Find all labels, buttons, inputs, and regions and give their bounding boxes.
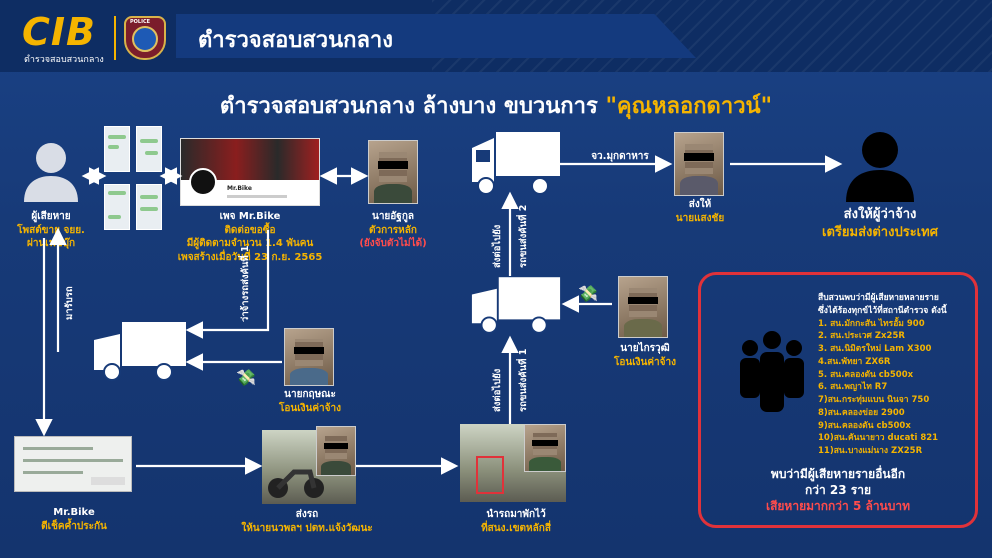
- krairawut-line2: โอนเงินค่าจ้าง: [613, 356, 676, 368]
- cib-logo-subtitle: ตำรวจสอบสวนกลาง: [24, 55, 104, 65]
- vlabel-truck1b: รถขนส่งคันที่ 1: [518, 348, 529, 412]
- parking-line2: ที่สนง.เขตหลักสี่: [481, 522, 551, 534]
- title-prefix: ตำรวจสอบสวนกลาง ล้างบาง ขบวนการ: [219, 94, 606, 119]
- page-avatar: [189, 168, 217, 197]
- victims-intro2: ซึ่งได้ร้องทุกข์ไว้ที่สถานีตำรวจ ดังนี้: [818, 305, 947, 316]
- krit-line1: นายกฤษณะ: [284, 389, 336, 400]
- truck-icon-large: [472, 132, 560, 195]
- vlabel-send1: ส่งต่อไปยัง: [492, 368, 503, 412]
- victims-item: 4.สน.พัทยา ZX6R: [818, 356, 891, 367]
- victims-item: 5. สน.คลองตัน cb500x: [818, 369, 914, 380]
- victims-summary: พบว่ามีผู้เสียหายรายอื่นอีก กว่า 23 ราย …: [710, 466, 966, 515]
- delivery-line1: ส่งรถ: [295, 509, 319, 520]
- truck-driver-photo: [674, 132, 724, 196]
- victim-line2: โพสต์ขาย จยย.: [17, 224, 85, 236]
- page-line2: ติดต่อขอซื้อ: [224, 224, 276, 236]
- page-line1: เพจ Mr.Bike: [219, 211, 281, 222]
- title-highlight: "คุณหลอกดาวน์": [605, 94, 773, 119]
- delivery-line2: ให้นายนวพลฯ ปตท.แจ้งวัฒนะ: [241, 522, 373, 534]
- vlabel-truck1: ว่าจ้างรถส่งคันที่ 1: [240, 245, 251, 322]
- main-suspect-line1: นายอัฐกูล: [371, 211, 415, 222]
- police-badge-icon: POLICE: [124, 16, 166, 60]
- fb-page-name: Mr.Bike: [227, 185, 252, 192]
- delivery-label: ส่งรถ ให้นายนวพลฯ ปตท.แจ้งวัฒนะ: [212, 508, 402, 535]
- motorcycle-icon: [268, 469, 324, 498]
- vlabel-send2: ส่งต่อไปยัง: [492, 224, 503, 268]
- chat-screenshot-4: [136, 184, 162, 230]
- header-title-bar: [176, 14, 696, 58]
- truck-driver-label: ส่งให้ นายแสงชัย: [660, 198, 740, 225]
- victims-summary-box: [698, 272, 978, 528]
- truck-icon-middle: [471, 277, 561, 334]
- header-divider: [114, 16, 116, 60]
- victims-item: 1. สน.มักกะสัน ไทรอั้ม 900: [818, 318, 925, 329]
- victims-item: 2. สน.ประเวศ Zx25R: [818, 331, 905, 342]
- victims-item: 10)สน.คันนายาว ducati 821: [818, 433, 939, 444]
- victims-list: สืบสวนพบว่ามีผู้เสียหายหลายราย ซึ่งได้ร้…: [818, 292, 947, 458]
- krit-label: นายกฤษณะ โอนเงินค่าจ้าง: [262, 388, 358, 415]
- parking-person-photo: [524, 424, 566, 472]
- parking-line1: นำรถมาพักไว้: [486, 509, 546, 520]
- krairawut-label: นายไกรวุฒิ โอนเงินค่าจ้าง: [600, 342, 690, 369]
- badge-emblem: [132, 26, 158, 52]
- victims-item: 6. สน.พญาไท R7: [818, 382, 888, 393]
- vlabel-pickup: มารับรถ: [64, 286, 75, 320]
- victims-item: 3. สน.นิมิตรใหม่ Lam X300: [818, 344, 932, 354]
- victim-person-icon: [24, 143, 78, 202]
- money-icon-middle: 💸: [578, 284, 598, 303]
- employer-line2: เตรียมส่งต่างประเทศ: [822, 224, 938, 240]
- summary-line2: กว่า 23 ราย: [804, 483, 871, 498]
- driver-line1: ส่งให้: [688, 199, 712, 210]
- victims-item: 11)สน.บางแม่นาง ZX25R: [818, 446, 923, 456]
- employer-label: ส่งให้ผู้ว่าจ้าง เตรียมส่งต่างประเทศ: [800, 206, 960, 241]
- krairawut-photo: [618, 276, 668, 338]
- victims-item: 9)สน.คลองตัน cb500x: [818, 420, 911, 431]
- victim-line1: ผู้เสียหาย: [31, 211, 71, 222]
- main-suspect-line3: (ยังจับตัวไม่ได้): [359, 238, 427, 249]
- victim-line3: ผ่านเฟซบุ๊ก: [27, 238, 75, 249]
- victims-item: 8)สน.คลองข่อย 2900: [818, 407, 905, 418]
- victims-item: 7)สน.กระทุ่มแบน นินจา 750: [818, 395, 930, 405]
- krit-photo: [284, 328, 334, 386]
- cib-logo: CIB: [22, 10, 96, 54]
- summary-line3: เสียหายมากกว่า 5 ล้านบาท: [765, 499, 911, 514]
- summary-line1: พบว่ามีผู้เสียหายรายอื่นอีก: [770, 467, 906, 481]
- chat-screenshot-3: [104, 184, 130, 230]
- cheque-line2: ตีเช็คค้ำประกัน: [41, 520, 107, 532]
- parking-label: นำรถมาพักไว้ ที่สนง.เขตหลักสี่: [446, 508, 586, 535]
- money-icon-left: 💸: [236, 368, 256, 387]
- cheque-label: Mr.Bike ตีเช็คค้ำประกัน: [10, 506, 138, 533]
- employer-line1: ส่งให้ผู้ว่าจ้าง: [843, 207, 917, 222]
- header-title: ตำรวจสอบสวนกลาง: [198, 28, 394, 53]
- krit-line2: โอนเงินค่าจ้าง: [278, 402, 341, 414]
- vlabel-truck2: รถขนส่งคันที่ 2: [518, 204, 529, 268]
- victim-label: ผู้เสียหาย โพสต์ขาย จยย. ผ่านเฟซบุ๊ก: [6, 210, 96, 251]
- cheque-line1: Mr.Bike: [53, 507, 95, 518]
- employer-person-icon: [846, 132, 914, 202]
- chat-screenshot-1: [104, 126, 130, 172]
- page-title: ตำรวจสอบสวนกลาง ล้างบาง ขบวนการ "คุณหลอก…: [0, 88, 992, 123]
- cheque-image: [14, 436, 132, 492]
- krairawut-line1: นายไกรวุฒิ: [620, 343, 670, 354]
- main-suspect-label: นายอัฐกูล ตัวการหลัก (ยังจับตัวไม่ได้): [344, 210, 442, 251]
- route-label: จว.มุกดาหาร: [591, 151, 649, 162]
- main-suspect-line2: ตัวการหลัก: [369, 224, 417, 236]
- victims-intro1: สืบสวนพบว่ามีผู้เสียหายหลายราย: [818, 293, 939, 303]
- driver-line2: นายแสงชัย: [675, 212, 725, 224]
- main-suspect-photo: [368, 140, 418, 204]
- delivery-person-photo: [316, 426, 356, 476]
- chat-screenshot-2: [136, 126, 162, 172]
- header-bar: CIB ตำรวจสอบสวนกลาง POLICE ตำรวจสอบสวนกล…: [0, 0, 992, 72]
- group-icon: [740, 331, 804, 412]
- badge-text: POLICE: [130, 19, 151, 25]
- truck-icon-left: [94, 322, 186, 381]
- facebook-page-screenshot: Mr.Bike: [180, 138, 320, 206]
